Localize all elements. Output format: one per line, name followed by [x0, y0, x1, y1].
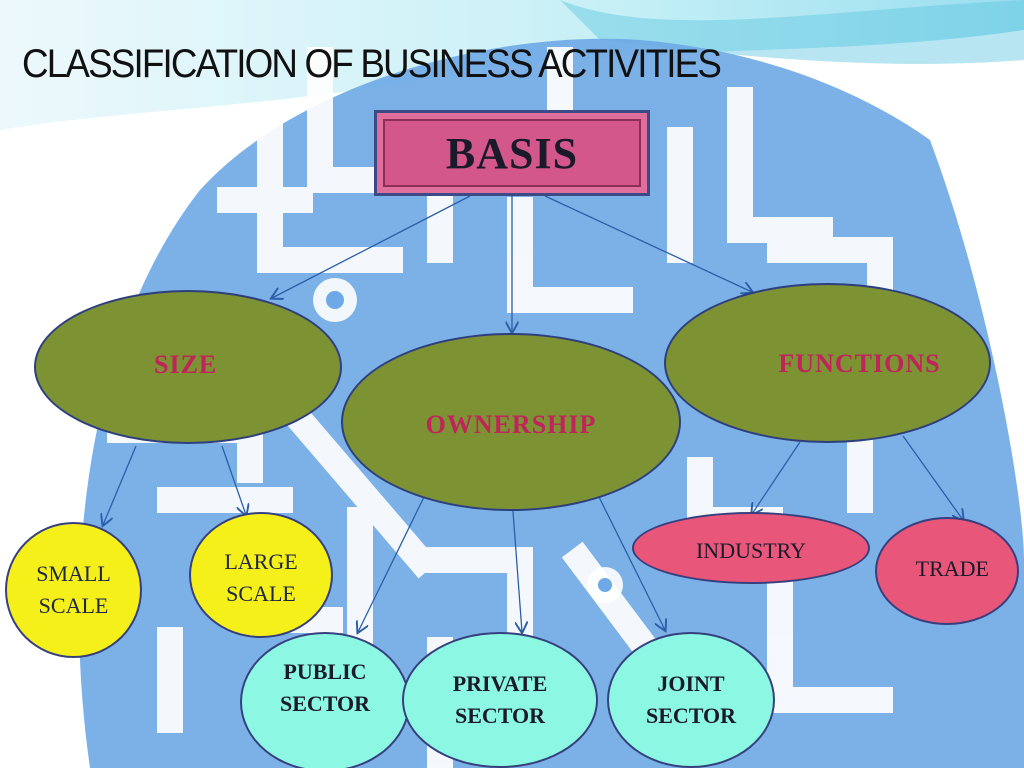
category-ownership: OWNERSHIP — [341, 333, 681, 511]
root-basis-box: BASIS — [374, 110, 650, 196]
slide-title: CLASSIFICATION OF BUSINESS ACTIVITIES — [22, 42, 722, 86]
leaf-trade: TRADE — [875, 517, 1019, 625]
category-functions-label: FUNCTIONS — [778, 349, 941, 378]
leaf-public-sector-label: PUBLIC SECTOR — [279, 659, 371, 716]
leaf-large-scale-label: LARGE SCALE — [224, 549, 298, 606]
leaf-large-scale: LARGE SCALE — [189, 512, 333, 638]
leaf-private-sector: PRIVATE SECTOR — [402, 632, 598, 768]
leaf-joint-sector: JOINT SECTOR — [607, 632, 775, 768]
leaf-joint-sector-label: JOINT SECTOR — [645, 671, 737, 728]
category-size-label: SIZE — [154, 350, 218, 379]
leaf-small-scale: SMALL SCALE — [5, 522, 142, 658]
category-size: SIZE — [34, 290, 342, 444]
leaf-private-sector-label: PRIVATE SECTOR — [452, 671, 548, 728]
leaf-industry: INDUSTRY — [632, 512, 870, 584]
leaf-public-sector: PUBLIC SECTOR — [240, 632, 410, 768]
leaf-industry-label: INDUSTRY — [695, 538, 806, 563]
connector-arrows — [103, 195, 963, 632]
leaf-small-scale-label: SMALL SCALE — [36, 561, 111, 618]
category-functions: FUNCTIONS — [664, 283, 991, 443]
root-basis-label: BASIS — [445, 128, 579, 178]
category-ownership-label: OWNERSHIP — [425, 410, 597, 439]
leaf-trade-label: TRADE — [915, 556, 989, 581]
